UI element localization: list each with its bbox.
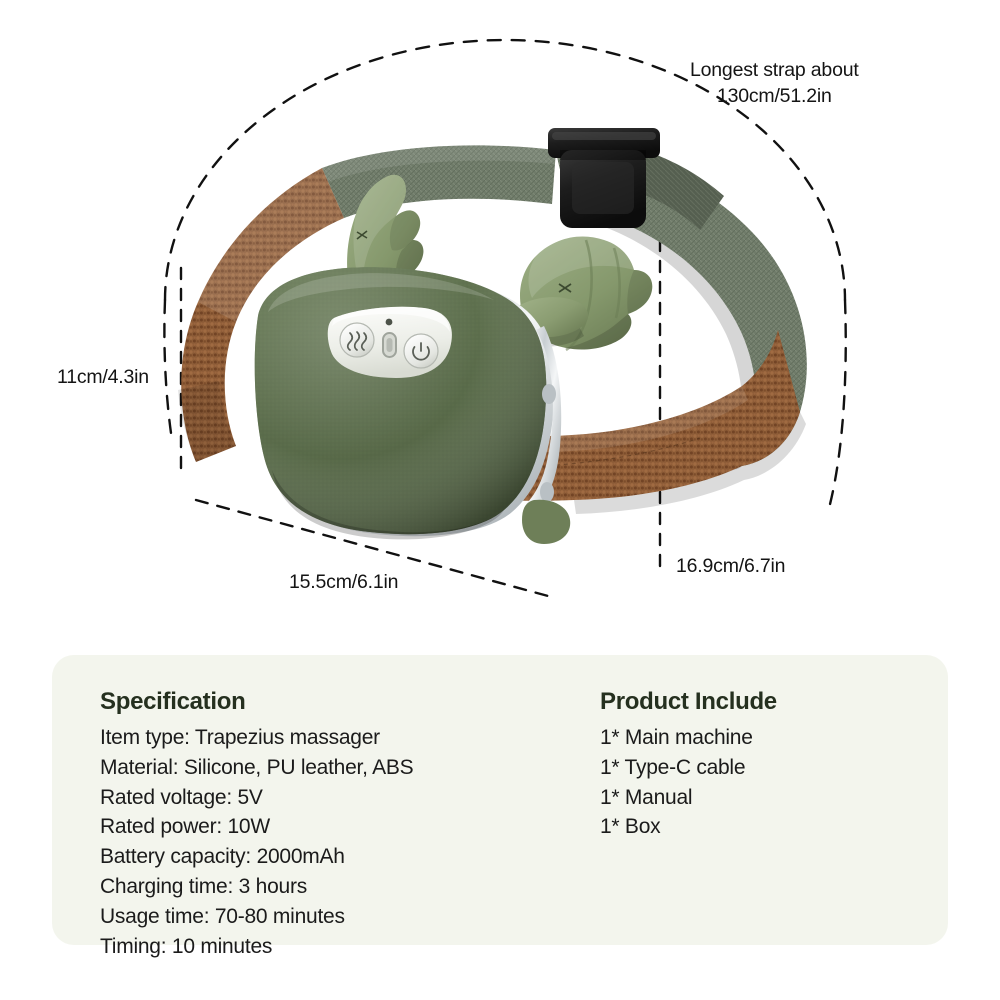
product-include-heading: Product Include (600, 688, 777, 715)
width-dimension-line (194, 498, 550, 598)
strap-length-label: Longest strap about 130cm/51.2in (690, 58, 859, 109)
list-item: Usage time: 70-80 minutes (100, 904, 345, 928)
strap-length-line-2: 130cm/51.2in (716, 84, 832, 107)
strap-length-line-1: Longest strap about (690, 59, 859, 81)
specification-heading: Specification (100, 688, 246, 715)
leather-strap-left (178, 168, 344, 462)
node-screw-icon (356, 230, 368, 240)
list-item: 1* Type-C cable (600, 755, 746, 779)
product-illustration (163, 38, 847, 598)
device-chrome-trim (526, 326, 562, 506)
specification-column: Specification Item type: Trapezius massa… (100, 688, 414, 962)
power-icon (412, 342, 430, 361)
product-include-list: 1* Main machine 1* Type-C cable 1* Manua… (600, 723, 777, 842)
list-item: 1* Manual (600, 785, 693, 809)
list-item: Timing: 10 minutes (100, 934, 273, 958)
list-item: Battery capacity: 2000mAh (100, 845, 345, 869)
strap-length-arc (163, 38, 847, 514)
list-item: Material: Silicone, PU leather, ABS (100, 755, 414, 779)
fabric-strap-left (322, 145, 556, 218)
list-item: Rated power: 10W (100, 815, 270, 839)
strap-anchor-tab (522, 499, 571, 544)
list-item: Charging time: 3 hours (100, 875, 307, 899)
heat-button[interactable] (339, 322, 375, 358)
indicator-light (385, 318, 393, 326)
heat-waves-icon (346, 331, 368, 351)
list-item: Item type: Trapezius massager (100, 726, 380, 749)
strap-buckle (548, 128, 660, 228)
node-screw-icon (558, 283, 572, 293)
height-label: 11cm/4.3in (57, 366, 149, 388)
list-item: 1* Box (600, 815, 661, 839)
charging-port[interactable] (382, 332, 397, 358)
list-item: Rated voltage: 5V (100, 785, 263, 809)
power-button[interactable] (403, 333, 439, 369)
product-hero-image (163, 38, 847, 598)
specification-list: Item type: Trapezius massager Material: … (100, 723, 414, 962)
info-panel: Specification Item type: Trapezius massa… (52, 655, 948, 958)
width-label: 15.5cm/6.1in (289, 571, 399, 593)
massager-main-body (254, 267, 555, 540)
list-item: 1* Main machine (600, 726, 753, 749)
depth-label: 16.9cm/6.7in (676, 555, 786, 577)
product-include-column: Product Include 1* Main machine 1* Type-… (600, 688, 777, 842)
control-panel (327, 306, 452, 378)
